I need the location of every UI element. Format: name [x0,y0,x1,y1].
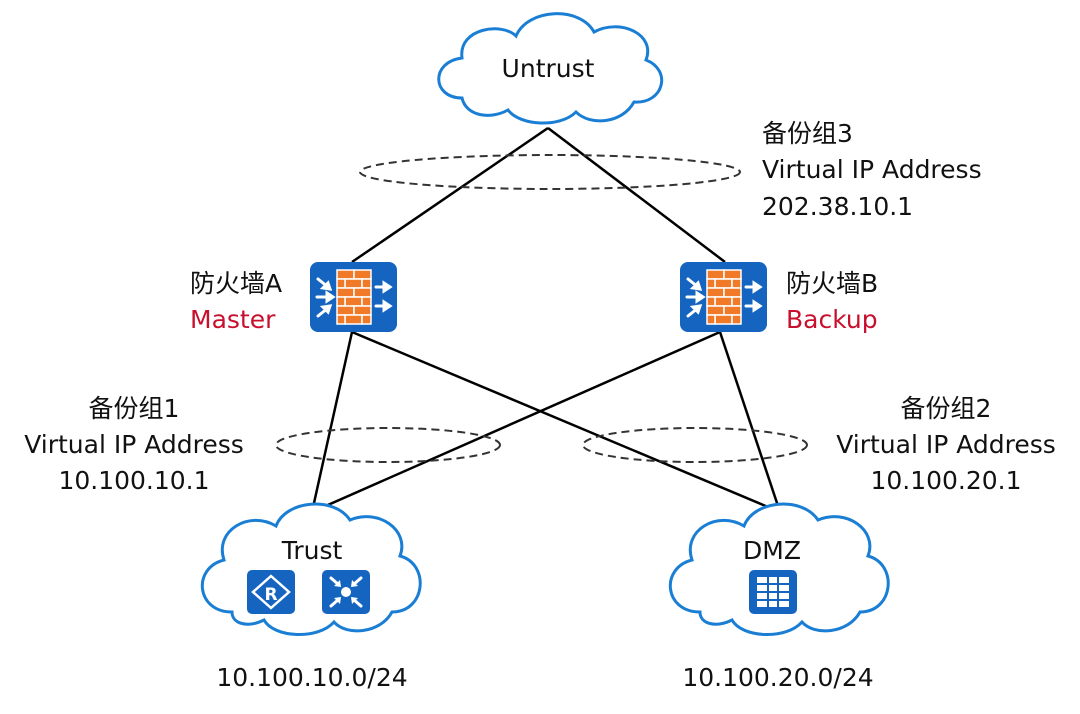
router-icon: R [247,570,295,614]
trust-subnet: 10.100.10.0/24 [216,663,407,692]
group2-desc: Virtual IP Address [836,430,1056,459]
group2-name: 备份组2 [901,394,992,423]
server-icon [749,570,797,614]
link-untrust-fw-b [547,127,726,263]
group3-name: 备份组3 [762,119,853,148]
backup-group-1-ellipse [275,427,501,463]
trust-label: Trust [281,536,343,565]
group1-desc: Virtual IP Address [24,430,244,459]
untrust-cloud: Untrust [437,12,664,125]
dmz-label: DMZ [743,536,801,565]
link-fw-a-dmz [351,330,781,514]
dmz-subnet: 10.100.20.0/24 [682,663,873,692]
svg-text:R: R [264,585,277,605]
link-fw-a-trust [310,331,354,513]
firewall-icon [678,260,769,334]
backup-group-3-ellipse [359,154,741,190]
link-untrust-fw-a [351,126,549,264]
firewall-b-name: 防火墙B [786,269,878,298]
group3-ip: 202.38.10.1 [762,192,913,221]
dmz-cloud: DMZ [668,502,890,636]
group2-ip: 10.100.20.1 [870,466,1021,495]
group1-ip: 10.100.10.1 [58,466,209,495]
firewall-a-role: Master [190,305,276,334]
untrust-label: Untrust [502,54,595,83]
group3-desc: Virtual IP Address [762,155,982,184]
backup-group-2-ellipse [582,427,808,463]
link-fw-b-dmz [718,331,782,513]
firewall-icon [308,260,399,334]
links [310,126,782,514]
trust-cloud: Trust R [200,502,422,636]
link-fw-b-trust [311,330,721,514]
group1-name: 备份组1 [89,394,180,423]
firewall-a-name: 防火墙A [190,269,282,298]
firewall-b-role: Backup [786,305,878,334]
switch-icon [322,570,370,614]
